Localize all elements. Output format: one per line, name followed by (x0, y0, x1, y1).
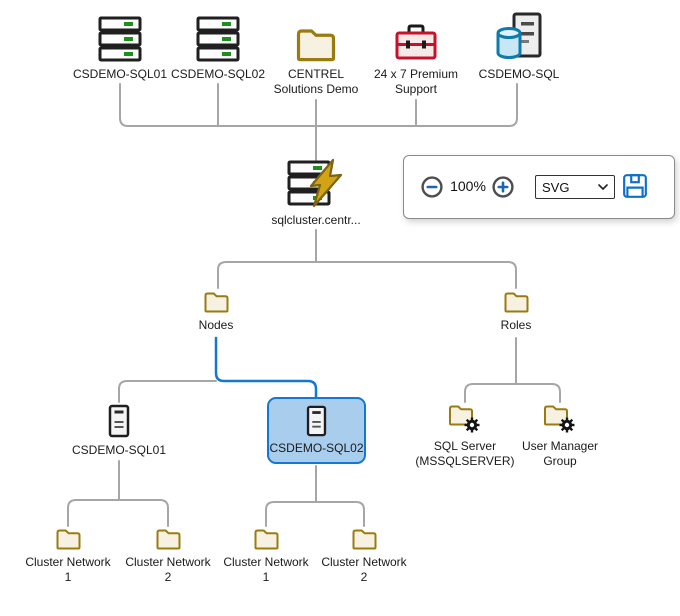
rack-server-icon (196, 16, 240, 62)
tower-server-icon (108, 404, 130, 438)
zoom-level: 100% (450, 178, 486, 194)
folder-gear-icon (543, 404, 577, 434)
zoom-out-button[interactable] (421, 176, 443, 198)
node-label: Cluster Network 2 (321, 555, 407, 584)
node-premium-support[interactable]: 24 x 7 Premium Support (368, 12, 464, 97)
node-csdemo-sql01-clusternode[interactable]: CSDEMO-SQL01 (71, 404, 167, 458)
plus-circle-icon (492, 176, 514, 198)
minus-circle-icon (421, 176, 443, 198)
node-label: Cluster Network 1 (223, 555, 309, 584)
node-centrel-solutions-demo[interactable]: CENTREL Solutions Demo (268, 12, 364, 97)
node-sql02-cluster-network-2[interactable]: Cluster Network 2 (318, 528, 410, 585)
tower-server-icon (306, 405, 327, 437)
node-label: CSDEMO-SQL02 (170, 67, 266, 81)
node-sqlcluster[interactable]: sqlcluster.centr... (256, 160, 376, 228)
rack-server-icon (98, 16, 142, 62)
folder-icon (253, 528, 280, 550)
export-format-value: SVG (542, 179, 570, 195)
zoom-in-button[interactable] (492, 176, 514, 198)
toolbox-icon (394, 22, 438, 62)
node-label: CSDEMO-SQL01 (71, 443, 167, 457)
node-label: User Manager Group (521, 439, 599, 468)
node-csdemo-sql01-server[interactable]: CSDEMO-SQL01 (72, 12, 168, 82)
node-label: 24 x 7 Premium Support (373, 67, 459, 96)
node-nodes-folder[interactable]: Nodes (176, 291, 256, 333)
node-label: Cluster Network 1 (25, 555, 111, 584)
node-sql01-cluster-network-1[interactable]: Cluster Network 1 (22, 528, 114, 585)
folder-icon (351, 528, 378, 550)
node-csdemo-sql02-clusternode-selected[interactable]: CSDEMO-SQL02 (267, 397, 366, 464)
node-label: SQL Server (MSSQLSERVER) (415, 439, 515, 468)
server-lightning-bolt-icon (287, 158, 345, 208)
node-label: CENTREL Solutions Demo (273, 67, 359, 96)
node-label: sqlcluster.centr... (271, 213, 361, 227)
node-sql01-cluster-network-2[interactable]: Cluster Network 2 (122, 528, 214, 585)
folder-icon (295, 27, 337, 62)
server-database-icon (494, 12, 544, 62)
folder-icon (55, 528, 82, 550)
save-button[interactable] (622, 173, 648, 199)
node-user-manager-group[interactable]: User Manager Group (505, 404, 615, 469)
folder-icon (503, 291, 530, 313)
node-label: Roles (500, 318, 532, 332)
node-csdemo-sql[interactable]: CSDEMO-SQL (469, 12, 569, 82)
node-label: CSDEMO-SQL02 (269, 441, 364, 455)
node-label: Nodes (198, 318, 234, 332)
zoom-export-toolbar: 100% SVG (403, 155, 675, 219)
floppy-disk-icon (622, 173, 648, 199)
node-label: Cluster Network 2 (125, 555, 211, 584)
node-sql02-cluster-network-1[interactable]: Cluster Network 1 (220, 528, 312, 585)
folder-icon (203, 291, 230, 313)
node-csdemo-sql02-server[interactable]: CSDEMO-SQL02 (170, 12, 266, 82)
folder-icon (155, 528, 182, 550)
selected-path-highlight (214, 336, 318, 400)
node-roles-folder[interactable]: Roles (476, 291, 556, 333)
node-label: CSDEMO-SQL01 (72, 67, 168, 81)
folder-gear-icon (448, 404, 482, 434)
chevron-down-icon (598, 184, 608, 190)
node-label: CSDEMO-SQL (478, 67, 560, 81)
node-sql-server-role[interactable]: SQL Server (MSSQLSERVER) (410, 404, 520, 469)
export-format-select[interactable]: SVG (535, 175, 615, 199)
